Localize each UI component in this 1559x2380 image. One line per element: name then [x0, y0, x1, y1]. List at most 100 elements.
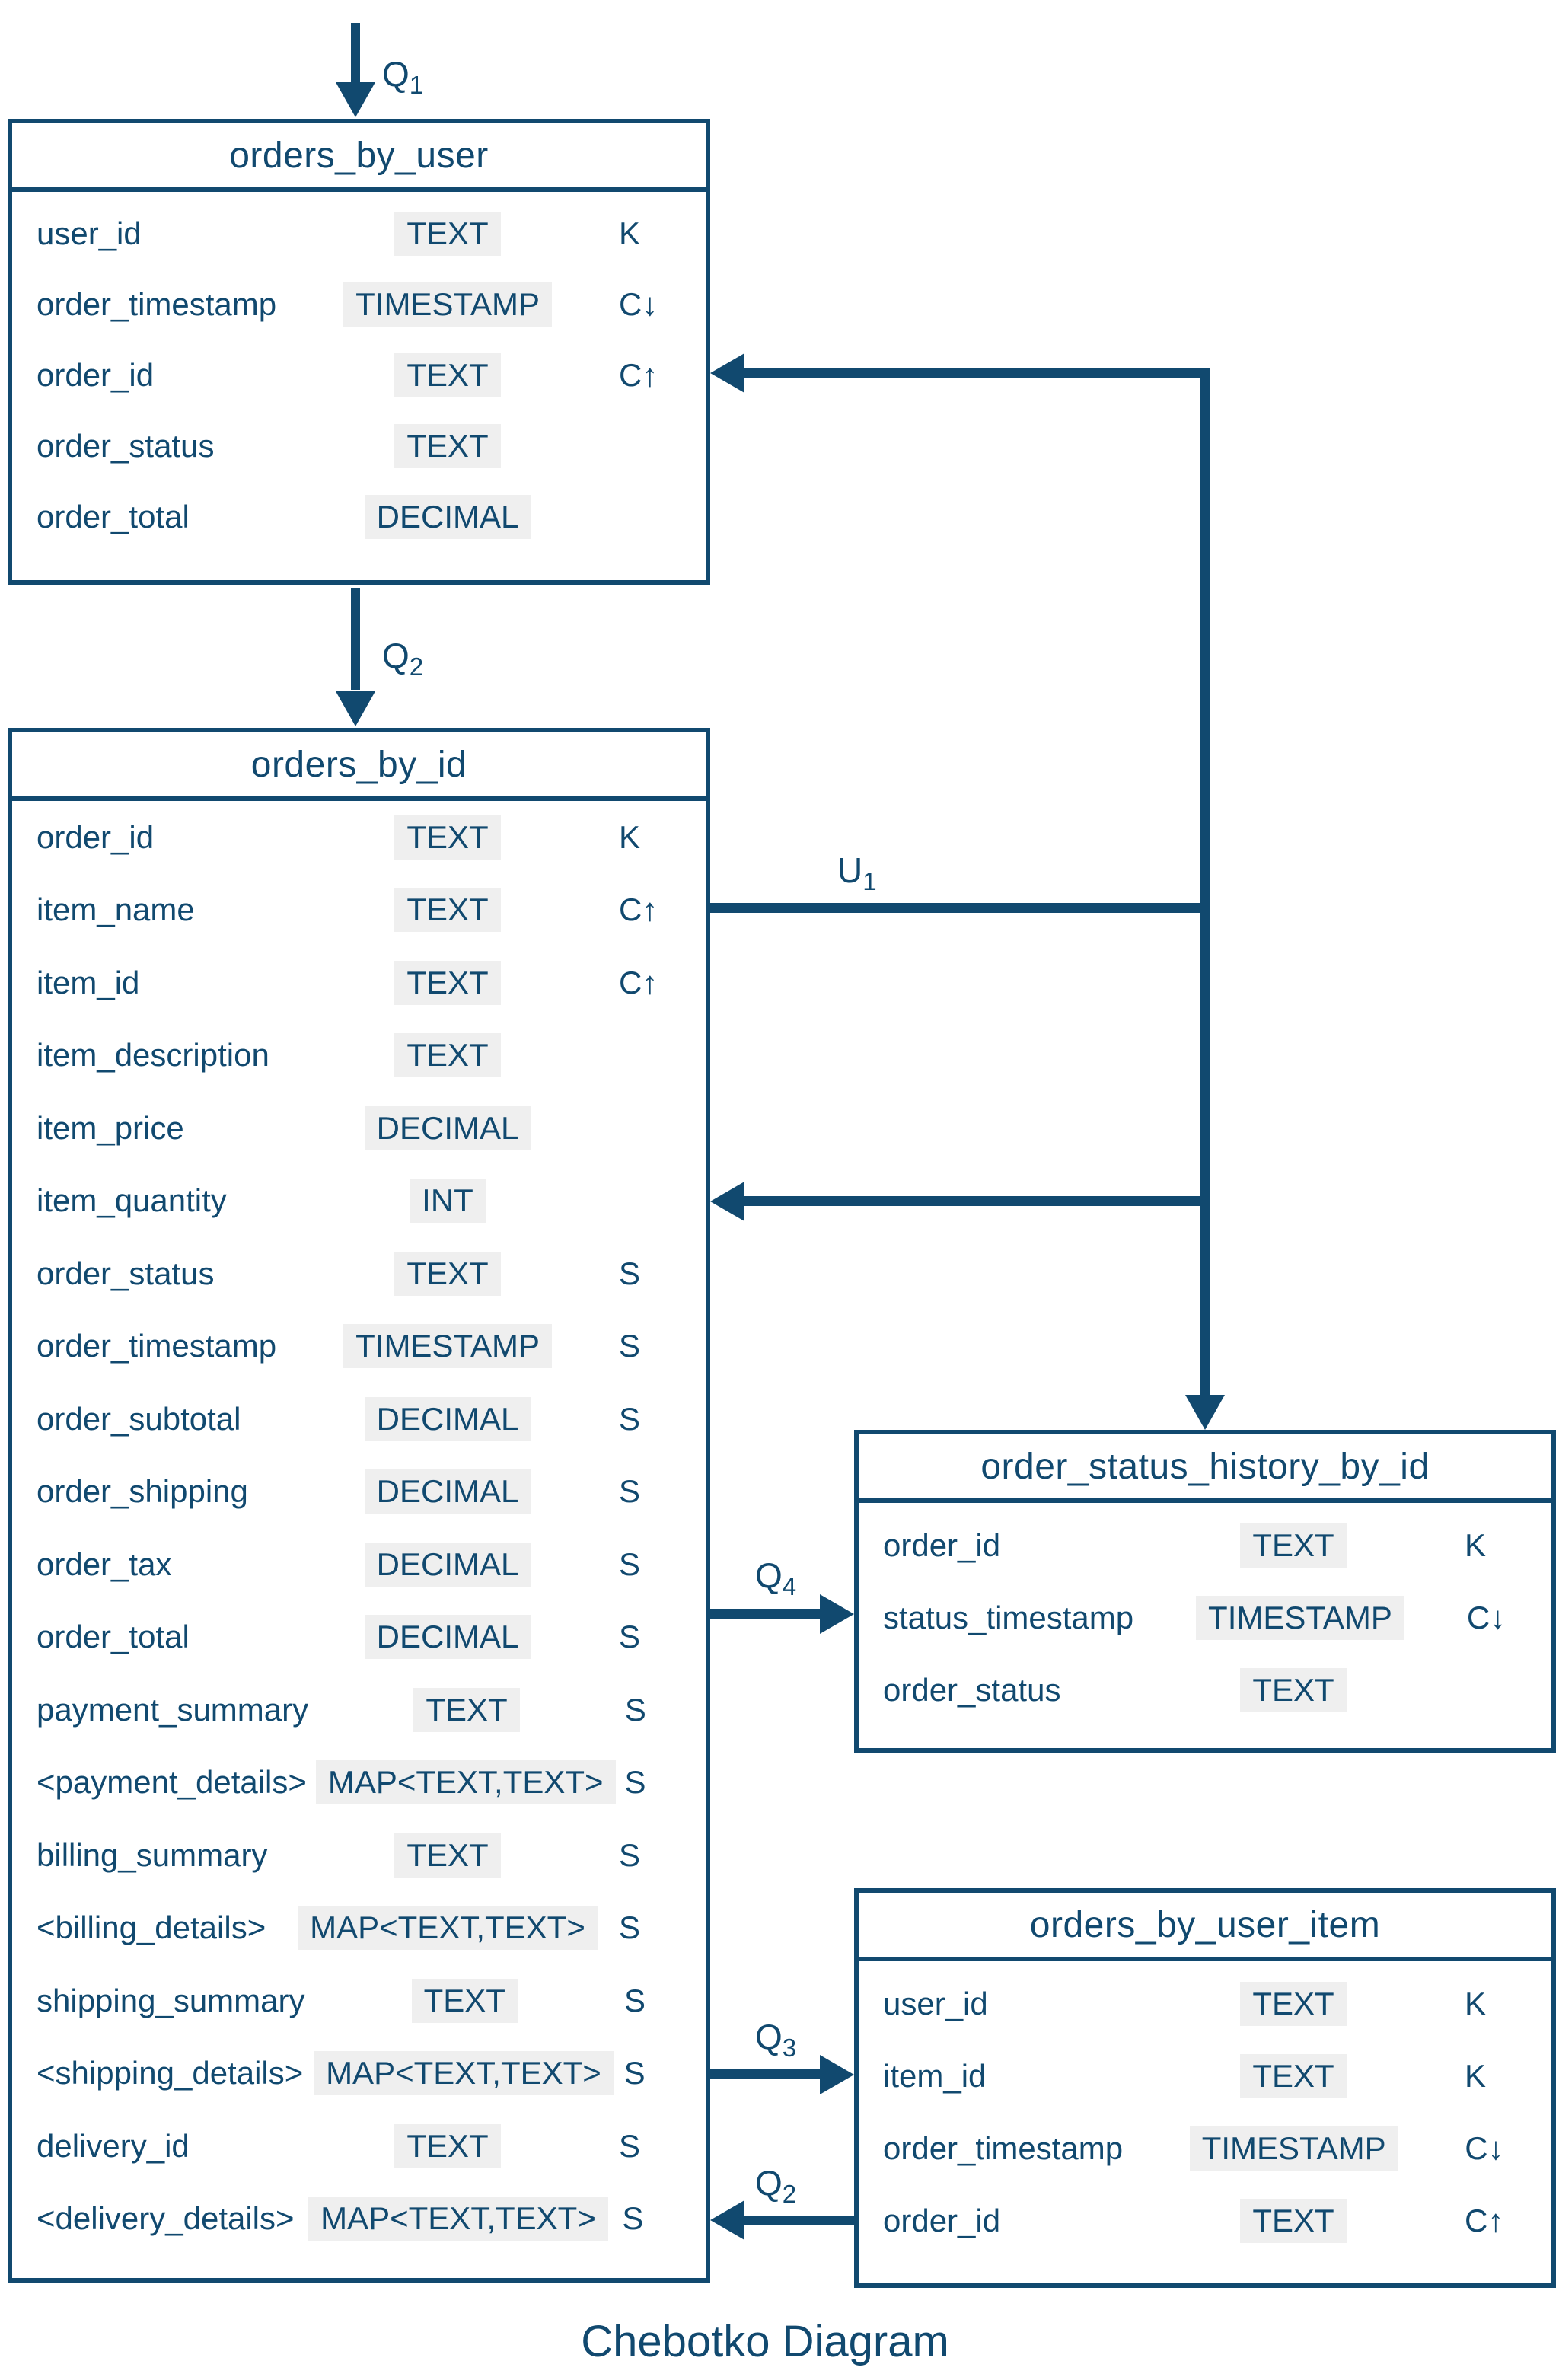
- column-type-cell: TEXT: [1122, 2053, 1465, 2098]
- column-type-cell: TEXT: [276, 815, 619, 860]
- column-name: order_id: [883, 1527, 1001, 1563]
- column-name: order_timestamp: [37, 1328, 277, 1364]
- column-name: <payment_details>: [37, 1764, 307, 1801]
- column-type-cell: TEXT: [276, 960, 619, 1005]
- column-key: C↓: [1466, 1599, 1506, 1635]
- column-type-cell: TEXT: [1122, 1523, 1465, 1568]
- column-type: TEXT: [394, 2123, 501, 2168]
- column-name: item_description: [37, 1037, 269, 1074]
- column-name: payment_summary: [37, 1691, 309, 1728]
- column-type: TEXT: [413, 1687, 520, 1732]
- column-type-cell: DECIMAL: [276, 494, 619, 539]
- column-type-cell: DECIMAL: [276, 1396, 619, 1441]
- column-type: TIMESTAMP: [343, 282, 553, 327]
- column-key: C↑: [619, 892, 658, 928]
- column-type-cell: TIMESTAMP: [276, 282, 619, 327]
- column-name: delivery_id: [37, 2127, 190, 2164]
- column-name: item_id: [883, 2057, 987, 2094]
- column-key: S: [622, 2200, 644, 2237]
- column-type: DECIMAL: [364, 1105, 531, 1150]
- column-type-cell: MAP<TEXT,TEXT>: [295, 2197, 623, 2241]
- column-type: DECIMAL: [364, 1615, 531, 1660]
- column-type: MAP<TEXT,TEXT>: [298, 1906, 598, 1951]
- column-type-cell: TIMESTAMP: [1123, 2126, 1465, 2171]
- column-name: shipping_summary: [37, 1982, 305, 2018]
- column-name: order_status: [37, 1255, 215, 1291]
- column-key: S: [619, 1619, 641, 1655]
- column-name: order_id: [37, 356, 155, 393]
- column-type: TEXT: [394, 423, 501, 468]
- column-key: K: [1465, 2057, 1487, 2094]
- column-type-cell: TEXT: [276, 888, 619, 933]
- column-name: order_status: [883, 1671, 1061, 1708]
- column-type-cell: TEXT: [276, 423, 619, 468]
- column-type: TEXT: [1240, 1667, 1347, 1712]
- column-key: K: [619, 215, 641, 251]
- column-type: MAP<TEXT,TEXT>: [315, 1760, 616, 1805]
- column-type-cell: TEXT: [276, 1833, 619, 1878]
- column-type-cell: MAP<TEXT,TEXT>: [307, 1760, 625, 1805]
- q2-bottom-arrowhead-icon: [710, 2200, 744, 2240]
- column-name: item_quantity: [37, 1182, 227, 1219]
- column-type: TEXT: [1240, 2198, 1347, 2243]
- q1-label: Q1: [382, 54, 424, 100]
- column-type-cell: TIMESTAMP: [276, 1324, 619, 1369]
- column-type-cell: DECIMAL: [276, 1615, 619, 1660]
- column-type: MAP<TEXT,TEXT>: [308, 2197, 608, 2241]
- column-key: S: [624, 1691, 646, 1728]
- column-type: TEXT: [394, 960, 501, 1005]
- column-type: DECIMAL: [364, 494, 531, 539]
- column-key: C↑: [619, 964, 658, 1000]
- column-type: TIMESTAMP: [1196, 1595, 1404, 1640]
- column-key: S: [623, 2055, 646, 2091]
- column-type: TIMESTAMP: [343, 1324, 553, 1369]
- column-type-cell: TEXT: [276, 211, 619, 256]
- column-key: K: [1465, 1527, 1487, 1563]
- column-key: C↑: [619, 356, 658, 393]
- column-name: order_total: [37, 1619, 190, 1655]
- column-key: S: [619, 2127, 641, 2164]
- column-name: item_name: [37, 892, 195, 928]
- column-type-cell: TEXT: [276, 353, 619, 397]
- column-key: S: [619, 1328, 641, 1364]
- column-type: TEXT: [1240, 1981, 1347, 2026]
- column-key: S: [619, 1473, 641, 1510]
- column-type: TEXT: [394, 1251, 501, 1296]
- column-type: DECIMAL: [364, 1542, 531, 1587]
- q4-label: Q4: [755, 1555, 797, 1602]
- column-name: item_id: [37, 964, 140, 1000]
- order-id-arrowhead-icon: [710, 353, 744, 393]
- table-title: orders_by_user_item: [859, 1893, 1551, 1961]
- column-key: S: [619, 1400, 641, 1437]
- table-row: delivery_id TEXT S: [12, 2110, 706, 2183]
- column-name: <shipping_details>: [37, 2055, 304, 2091]
- table-row: item_name TEXT C↑: [12, 874, 706, 947]
- diagram-title: Chebotko Diagram: [581, 2317, 949, 2366]
- column-type-cell: TIMESTAMP: [1133, 1595, 1467, 1640]
- column-type-cell: MAP<TEXT,TEXT>: [303, 2051, 623, 2096]
- column-type: TEXT: [394, 1033, 501, 1078]
- column-type: DECIMAL: [364, 1396, 531, 1441]
- column-key: C↓: [1465, 2130, 1504, 2166]
- column-key: S: [619, 1836, 641, 1873]
- column-key: K: [619, 818, 641, 855]
- column-type: TEXT: [394, 888, 501, 933]
- trunk-horizontal-segment: [743, 368, 1210, 378]
- column-name: billing_summary: [37, 1836, 268, 1873]
- column-name: order_id: [37, 818, 155, 855]
